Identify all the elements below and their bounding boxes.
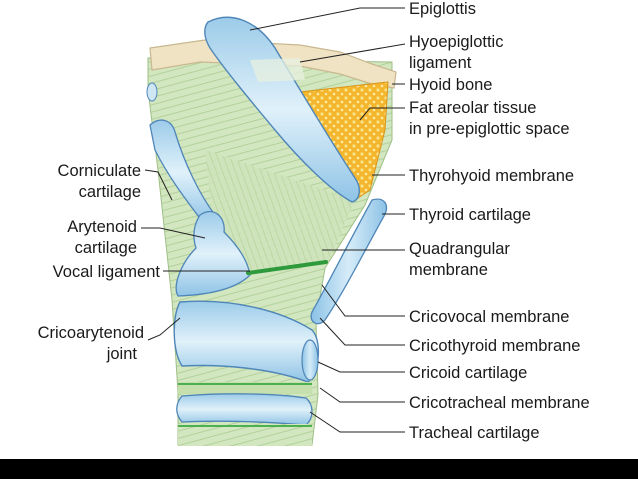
- label-hyoepiglottic-ligament-2: ligament: [409, 54, 472, 72]
- label-tracheal-cartilage: Tracheal cartilage: [409, 424, 540, 442]
- thyroid-cartilage: [310, 198, 388, 325]
- label-epiglottis: Epiglottis: [409, 0, 476, 18]
- label-thyroid-cartilage: Thyroid cartilage: [409, 206, 531, 224]
- label-corniculate-1: Corniculate: [58, 162, 141, 180]
- label-fat-areolar-1: Fat areolar tissue: [409, 99, 536, 117]
- cricothyroid-joint: [301, 339, 319, 381]
- vocal-ligament-line: [246, 260, 328, 275]
- arytenoid-cartilage: [175, 210, 251, 297]
- label-arytenoid-1: Arytenoid: [67, 218, 137, 236]
- label-cricovocal-membrane: Cricovocal membrane: [409, 308, 569, 326]
- label-cricoarytenoid-1: Cricoarytenoid: [38, 324, 144, 342]
- cricoid-cartilage: [173, 300, 319, 383]
- label-thyrohyoid-membrane: Thyrohyoid membrane: [409, 167, 574, 185]
- label-fat-areolar-2: in pre-epiglottic space: [409, 120, 570, 138]
- hyoepiglottic-ligament: [250, 58, 305, 82]
- epiglottis-cartilage: [204, 16, 360, 203]
- trachea-lower: [178, 424, 312, 446]
- label-hyoepiglottic-ligament-1: Hyoepiglottic: [409, 33, 503, 51]
- tracheal-cartilage-ring: [176, 393, 313, 426]
- label-quadrangular-2: membrane: [409, 261, 488, 279]
- leader-lines: [141, 7, 406, 433]
- label-cricoarytenoid-2: joint: [106, 345, 138, 363]
- label-arytenoid-2: cartilage: [75, 239, 137, 257]
- label-cricothyroid-membrane: Cricothyroid membrane: [409, 337, 580, 355]
- corniculate-cartilage: [149, 119, 216, 226]
- label-hyoid-bone: Hyoid bone: [409, 76, 492, 94]
- label-cricoid-cartilage: Cricoid cartilage: [409, 364, 527, 382]
- label-quadrangular-1: Quadrangular: [409, 240, 510, 258]
- quadrangular-membrane: [205, 150, 355, 272]
- bottom-black-bar: [0, 459, 638, 479]
- label-corniculate-2: cartilage: [79, 183, 141, 201]
- label-cricotracheal-membrane: Cricotracheal membrane: [409, 394, 590, 412]
- cuneiform-nodule: [146, 82, 158, 102]
- label-vocal-ligament: Vocal ligament: [53, 263, 161, 281]
